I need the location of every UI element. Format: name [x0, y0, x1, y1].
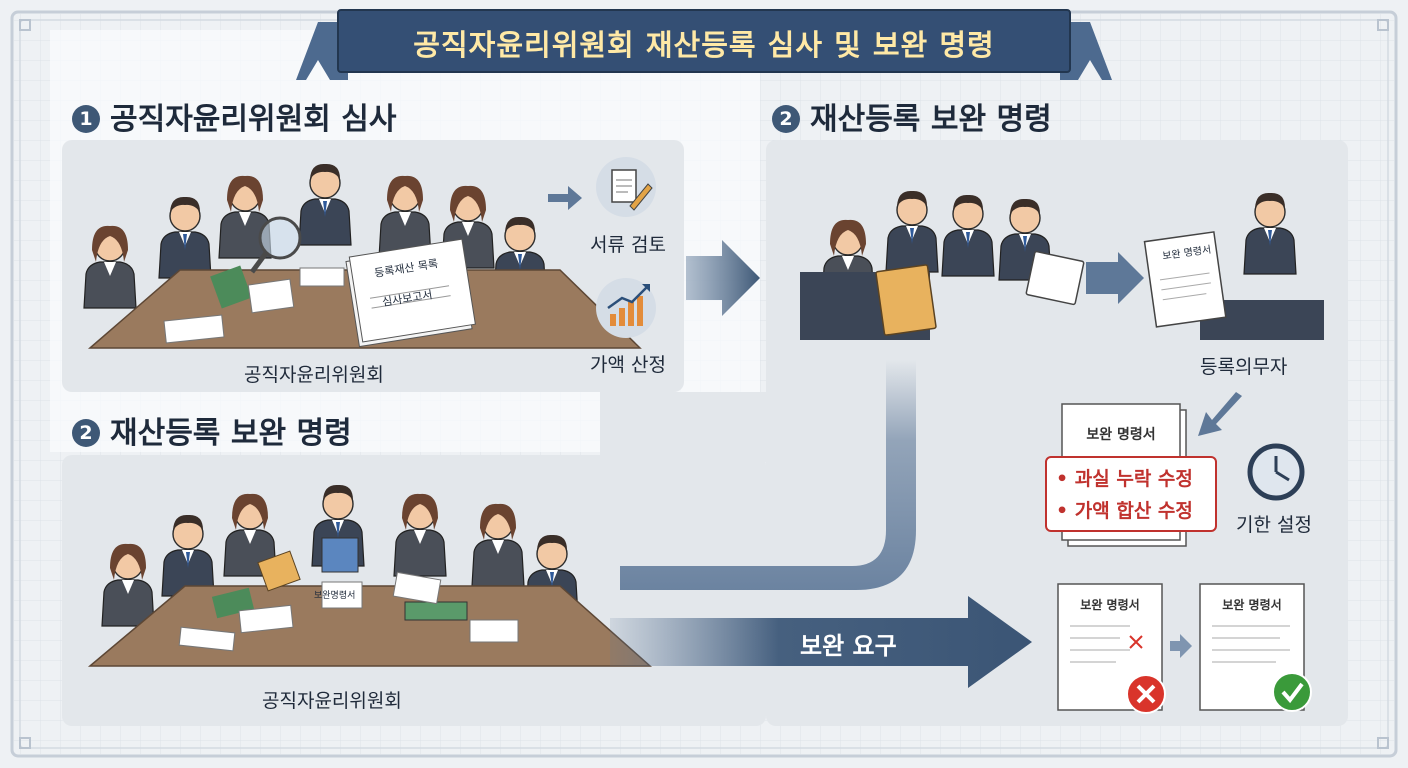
- section1-heading: 1 공직자윤리위원회 심사: [72, 94, 396, 138]
- flow-curve: [620, 360, 916, 590]
- section1-title: 공직자윤리위원회 심사: [110, 102, 397, 137]
- step-valuation: 가액 산정: [590, 354, 666, 376]
- section2b-caption: 공직자윤리위원회: [262, 690, 402, 712]
- result-doc2-title: 보완 명령서: [1222, 598, 1282, 612]
- clipboard: [875, 264, 937, 336]
- request-arrow: [610, 596, 1032, 688]
- order-items-box: [1045, 456, 1217, 532]
- held-order-doc: [1143, 231, 1227, 328]
- clock-icon: [1247, 443, 1305, 501]
- section2a-caption: 등록의무자: [1200, 356, 1288, 378]
- step-doc-review: 서류 검토: [590, 234, 666, 256]
- order-item-2: • 가액 합산 수정: [1056, 500, 1193, 522]
- magnifier-icon: [249, 216, 302, 274]
- table-doc-label: 보완명령서: [314, 591, 356, 601]
- report-stack: [345, 238, 476, 348]
- result-doc-rejected: [1057, 583, 1166, 714]
- section2a-number: 2: [772, 105, 800, 133]
- section2a-title: 재산등록 보완 명령: [810, 102, 1052, 137]
- section2a-scene: [800, 190, 1324, 340]
- document-pen-icon: [596, 157, 656, 217]
- banner: [337, 9, 1071, 73]
- section2b-number: 2: [72, 419, 100, 447]
- request-label: 보완 요구: [800, 632, 897, 660]
- order-document: [1045, 403, 1217, 547]
- section1-scene: [83, 163, 642, 349]
- deadline-label: 기한 설정: [1236, 514, 1312, 536]
- result-doc-approved: [1199, 583, 1312, 712]
- section2b-title: 재산등록 보완 명령: [110, 416, 352, 451]
- check-mark-icon: [1272, 672, 1312, 712]
- order-item-1: • 과실 누락 수정: [1056, 468, 1193, 490]
- section2a-heading: 2 재산등록 보완 명령: [772, 94, 1052, 138]
- section2b-heading: 2 재산등록 보완 명령: [72, 408, 352, 452]
- growth-chart-icon: [596, 278, 656, 338]
- section2b-scene: [87, 484, 652, 667]
- banner-title: 공직자윤리위원회 재산등록 심사 및 보완 명령: [413, 28, 995, 62]
- arrow-to-section2: [686, 240, 760, 316]
- section1-number: 1: [72, 105, 100, 133]
- section1-caption: 공직자윤리위원회: [244, 364, 384, 386]
- result-doc1-title: 보완 명령서: [1080, 598, 1140, 612]
- order-title: 보완 명령서: [1086, 427, 1156, 443]
